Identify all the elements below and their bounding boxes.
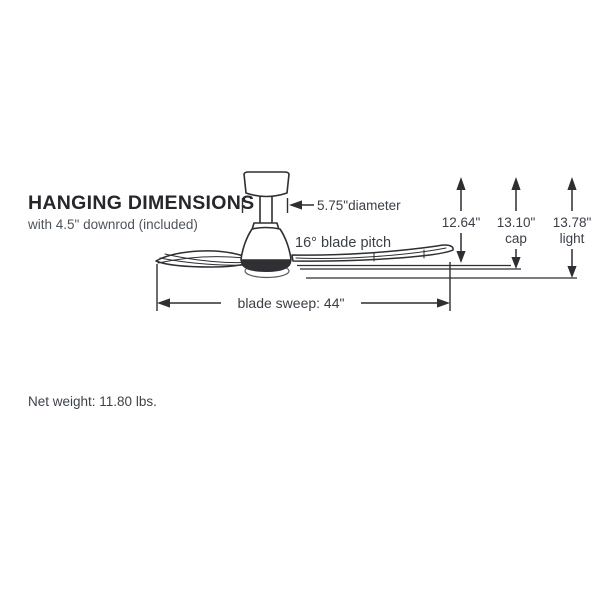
dimension-13-10-cap: 13.10" cap xyxy=(497,177,536,269)
diameter-label: 5.75"diameter xyxy=(317,198,401,213)
blade-sweep-dimension: blade sweep: 44" xyxy=(156,262,451,311)
up-arrowhead-icon xyxy=(567,177,577,190)
dimension-value: 13.78" xyxy=(553,215,592,230)
down-arrowhead-icon xyxy=(456,251,466,263)
canopy-shape xyxy=(243,171,290,198)
dimension-12-64: 12.64" xyxy=(442,177,481,263)
down-arrowhead-icon xyxy=(511,257,521,269)
right-blade-shape xyxy=(291,244,454,262)
blade-sweep-label: blade sweep: 44" xyxy=(238,295,345,311)
up-arrowhead-icon xyxy=(511,177,521,190)
net-weight-text: Net weight: 11.80 lbs. xyxy=(28,394,157,409)
dimension-value: 12.64" xyxy=(442,215,481,230)
diameter-left-arrowhead-icon xyxy=(289,200,302,210)
sweep-right-arrowhead-icon xyxy=(437,298,450,308)
downrod-shape xyxy=(259,193,273,227)
dimension-13-78-light: 13.78" light xyxy=(553,177,592,278)
hub-cap-shape xyxy=(240,260,292,273)
page-subtitle: with 4.5" downrod (included) xyxy=(28,217,198,232)
dimension-sublabel: cap xyxy=(505,231,527,246)
diameter-dimension: 5.75"diameter xyxy=(241,198,401,213)
up-arrowhead-icon xyxy=(456,177,466,190)
sweep-left-arrowhead-icon xyxy=(157,298,170,308)
blade-pitch-label: 16° blade pitch xyxy=(295,235,391,251)
reference-lines xyxy=(297,264,577,279)
dimension-value: 13.10" xyxy=(497,215,536,230)
dimension-sublabel: light xyxy=(560,231,585,246)
down-arrowhead-icon xyxy=(567,266,577,278)
title-block: HANGING DIMENSIONS with 4.5" downrod (in… xyxy=(28,192,254,232)
left-blade-shape xyxy=(155,250,254,268)
motor-housing-shape xyxy=(240,226,292,261)
page-title: HANGING DIMENSIONS xyxy=(28,192,255,214)
